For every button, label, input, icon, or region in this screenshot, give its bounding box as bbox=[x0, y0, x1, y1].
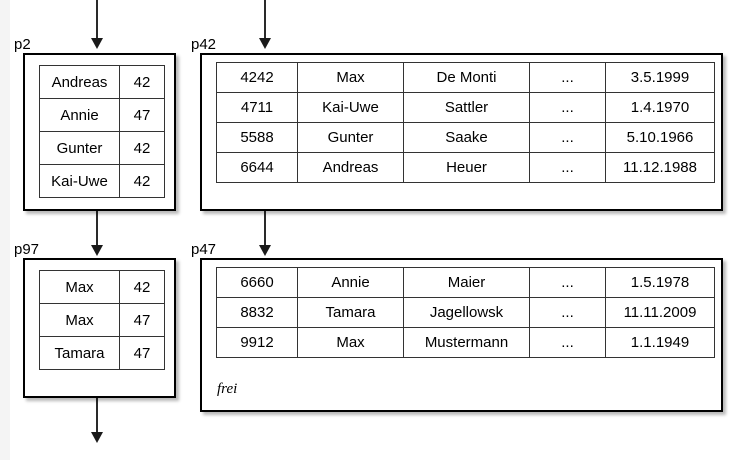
table-row: Max 47 bbox=[39, 303, 165, 337]
cell-pointer: 42 bbox=[119, 65, 165, 99]
table-row: Max 42 bbox=[39, 270, 165, 304]
arrow-into-p42-line bbox=[264, 0, 266, 40]
cell-date: 1.4.1970 bbox=[605, 92, 715, 123]
cell-more: ... bbox=[529, 92, 606, 123]
cell-firstname: Annie bbox=[297, 267, 404, 298]
cell-lastname: Saake bbox=[403, 122, 530, 153]
page-label-p42: p42 bbox=[191, 36, 217, 53]
arrow-p2-to-p97-head bbox=[91, 245, 103, 256]
cell-date: 5.10.1966 bbox=[605, 122, 715, 153]
cell-more: ... bbox=[529, 62, 606, 93]
cell-more: ... bbox=[529, 267, 606, 298]
page-box-p42[interactable]: 4242 Max De Monti ... 3.5.1999 4711 Kai-… bbox=[200, 53, 723, 211]
cell-more: ... bbox=[529, 122, 606, 153]
arrow-out-of-p97-line bbox=[96, 398, 98, 436]
table-row: Gunter 42 bbox=[39, 131, 165, 165]
cell-id: 4242 bbox=[216, 62, 298, 93]
cell-pointer: 42 bbox=[119, 164, 165, 198]
cell-pointer: 47 bbox=[119, 303, 165, 337]
cell-date: 3.5.1999 bbox=[605, 62, 715, 93]
free-space-label: frei bbox=[217, 381, 238, 397]
arrow-p42-to-p47-line bbox=[264, 211, 266, 249]
cell-lastname: Jagellowsk bbox=[403, 297, 530, 328]
cell-lastname: Maier bbox=[403, 267, 530, 298]
data-table-p42: 4242 Max De Monti ... 3.5.1999 4711 Kai-… bbox=[216, 62, 715, 183]
cell-date: 1.5.1978 bbox=[605, 267, 715, 298]
cell-id: 6660 bbox=[216, 267, 298, 298]
cell-firstname: Kai-Uwe bbox=[297, 92, 404, 123]
page-label-p2: p2 bbox=[14, 36, 31, 53]
cell-date: 11.12.1988 bbox=[605, 152, 715, 183]
cell-more: ... bbox=[529, 327, 606, 358]
page-box-p97[interactable]: Max 42 Max 47 Tamara 47 bbox=[23, 258, 176, 398]
cell-lastname: Sattler bbox=[403, 92, 530, 123]
cell-firstname: Tamara bbox=[297, 297, 404, 328]
cell-pointer: 42 bbox=[119, 270, 165, 304]
table-row: 8832 Tamara Jagellowsk ... 11.11.2009 bbox=[216, 297, 715, 328]
table-row: Tamara 47 bbox=[39, 336, 165, 370]
page-box-p2[interactable]: Andreas 42 Annie 47 Gunter 42 Kai-Uwe 42 bbox=[23, 53, 176, 211]
page-box-p47[interactable]: 6660 Annie Maier ... 1.5.1978 8832 Tamar… bbox=[200, 258, 723, 412]
arrow-into-p2-head bbox=[91, 38, 103, 49]
table-row: 6644 Andreas Heuer ... 11.12.1988 bbox=[216, 152, 715, 183]
cell-pointer: 47 bbox=[119, 98, 165, 132]
index-table-p2: Andreas 42 Annie 47 Gunter 42 Kai-Uwe 42 bbox=[39, 65, 165, 198]
cell-name: Andreas bbox=[39, 65, 120, 99]
table-row: 5588 Gunter Saake ... 5.10.1966 bbox=[216, 122, 715, 153]
cell-more: ... bbox=[529, 152, 606, 183]
arrow-out-of-p97-head bbox=[91, 432, 103, 443]
index-table-p97: Max 42 Max 47 Tamara 47 bbox=[39, 270, 165, 370]
cell-firstname: Gunter bbox=[297, 122, 404, 153]
table-row: 4711 Kai-Uwe Sattler ... 1.4.1970 bbox=[216, 92, 715, 123]
table-row: 9912 Max Mustermann ... 1.1.1949 bbox=[216, 327, 715, 358]
table-row: Andreas 42 bbox=[39, 65, 165, 99]
cell-firstname: Max bbox=[297, 327, 404, 358]
data-table-p47: 6660 Annie Maier ... 1.5.1978 8832 Tamar… bbox=[216, 267, 715, 358]
cell-lastname: Mustermann bbox=[403, 327, 530, 358]
arrow-into-p42-head bbox=[259, 38, 271, 49]
cell-name: Annie bbox=[39, 98, 120, 132]
cell-name: Tamara bbox=[39, 336, 120, 370]
left-margin-strip bbox=[0, 0, 10, 460]
cell-date: 1.1.1949 bbox=[605, 327, 715, 358]
cell-name: Gunter bbox=[39, 131, 120, 165]
table-row: 6660 Annie Maier ... 1.5.1978 bbox=[216, 267, 715, 298]
cell-id: 5588 bbox=[216, 122, 298, 153]
cell-pointer: 42 bbox=[119, 131, 165, 165]
table-row: Kai-Uwe 42 bbox=[39, 164, 165, 198]
cell-id: 9912 bbox=[216, 327, 298, 358]
page-label-p47: p47 bbox=[191, 241, 217, 258]
table-row: 4242 Max De Monti ... 3.5.1999 bbox=[216, 62, 715, 93]
arrow-p2-to-p97-line bbox=[96, 211, 98, 249]
cell-id: 8832 bbox=[216, 297, 298, 328]
cell-lastname: Heuer bbox=[403, 152, 530, 183]
page-label-p97: p97 bbox=[14, 241, 40, 258]
cell-name: Max bbox=[39, 270, 120, 304]
cell-pointer: 47 bbox=[119, 336, 165, 370]
cell-name: Kai-Uwe bbox=[39, 164, 120, 198]
cell-firstname: Andreas bbox=[297, 152, 404, 183]
arrow-p42-to-p47-head bbox=[259, 245, 271, 256]
table-row: Annie 47 bbox=[39, 98, 165, 132]
cell-firstname: Max bbox=[297, 62, 404, 93]
cell-date: 11.11.2009 bbox=[605, 297, 715, 328]
cell-id: 4711 bbox=[216, 92, 298, 123]
cell-lastname: De Monti bbox=[403, 62, 530, 93]
cell-name: Max bbox=[39, 303, 120, 337]
arrow-into-p2-line bbox=[96, 0, 98, 40]
cell-id: 6644 bbox=[216, 152, 298, 183]
cell-more: ... bbox=[529, 297, 606, 328]
